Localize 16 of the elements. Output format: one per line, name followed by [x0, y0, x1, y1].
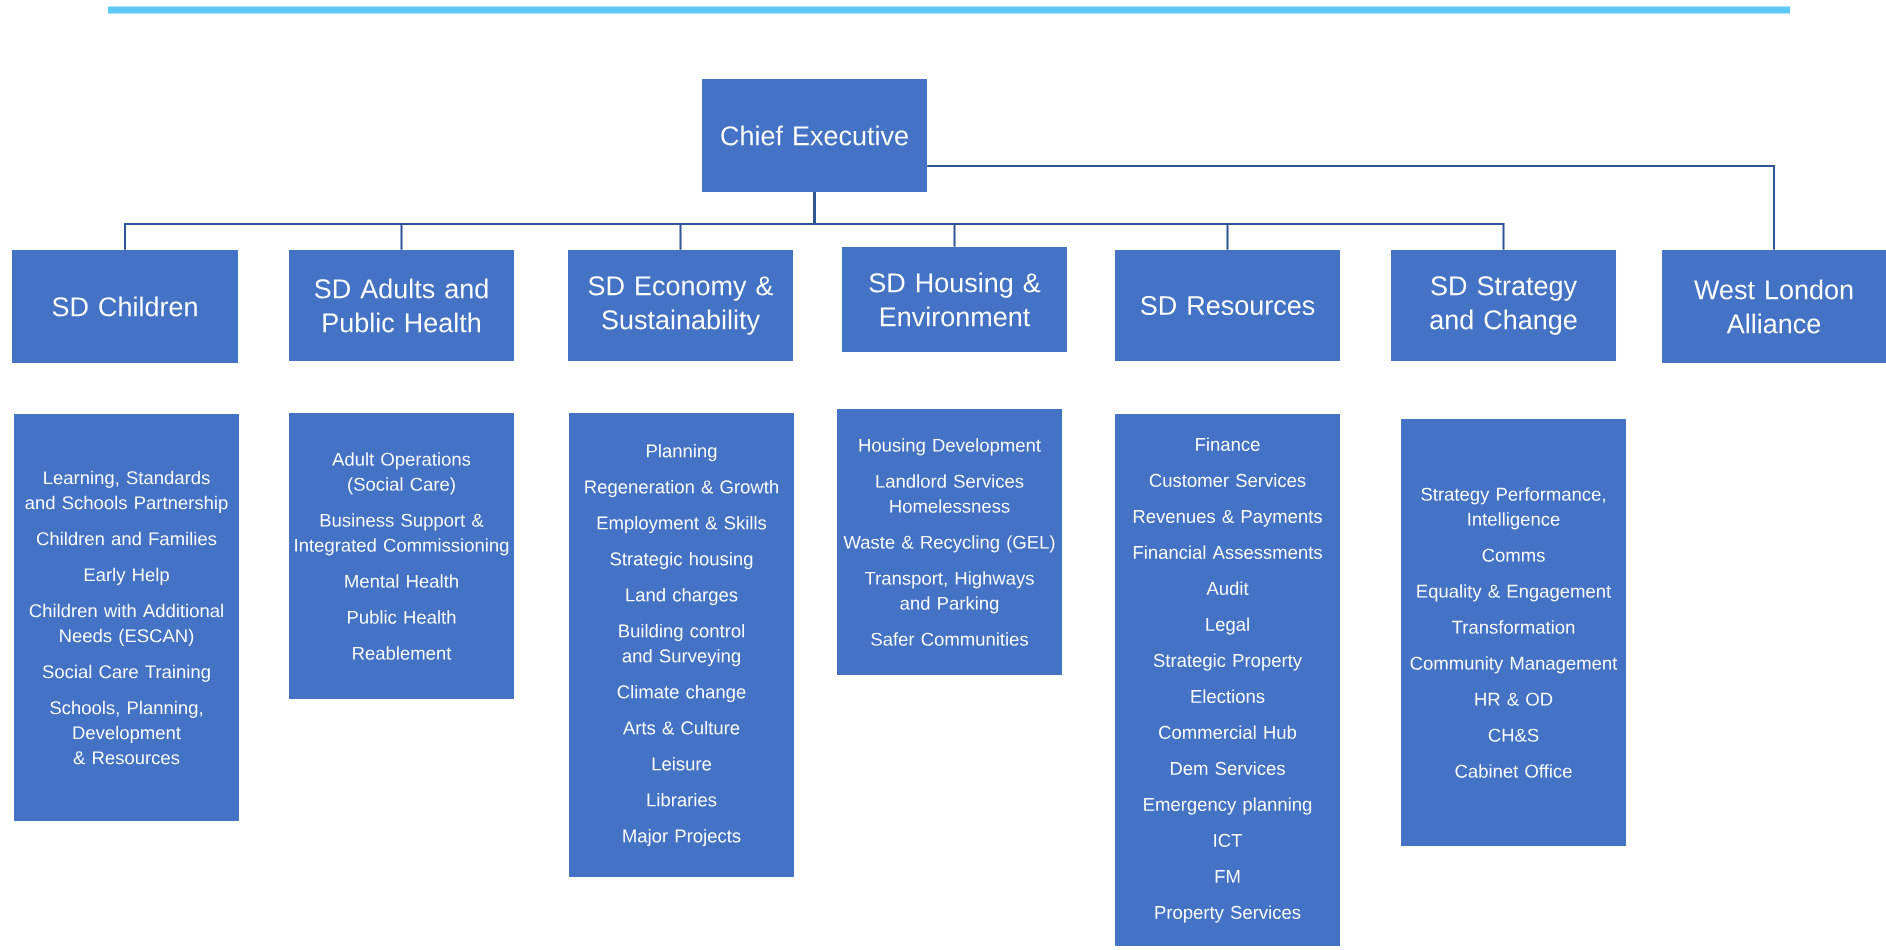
connector-line [813, 191, 1505, 251]
directorate-box: SD Children [12, 250, 238, 363]
directorate-box: West London Alliance [1662, 250, 1886, 363]
service-list-box: Housing Development Landlord Services Homelessness Waste & Recycling (GEL) Transport, Highways and Parking Safer Communities [837, 409, 1062, 675]
service-list-box: Planning Regeneration & Growth Employment & Skills Strategic housing Land charges Building control and Surveying Climate change Arts & Culture Leisure Libraries Major Projects [569, 413, 794, 877]
connector-line [926, 165, 1775, 251]
directorate-box: SD Resources [1115, 250, 1340, 361]
directorate-box: SD Adults and Public Health [289, 250, 514, 361]
directorate-box: SD Housing & Environment [842, 247, 1067, 352]
directorate-box: SD Economy & Sustainability [568, 250, 793, 361]
service-list-box: Adult Operations (Social Care) Business Support & Integrated Commissioning Mental Health Public Health Reablement [289, 413, 514, 699]
directorate-box: SD Strategy and Change [1391, 250, 1616, 361]
service-list-box: Learning, Standards and Schools Partnership Children and Families Early Help Children with Additional Needs (ESCAN) Social Care Training Schools, Planning, Development & Resources [14, 414, 239, 821]
executive-box: Chief Executive [702, 79, 927, 192]
service-list-box: Finance Customer Services Revenues & Payments Financial Assessments Audit Legal Strategic Property Elections Commercial Hub Dem Services Emergency planning ICT FM Property Services [1115, 414, 1340, 946]
service-list-box: Strategy Performance, Intelligence Comms Equality & Engagement Transformation Community Management HR & OD CH&S Cabinet Office [1401, 419, 1626, 846]
